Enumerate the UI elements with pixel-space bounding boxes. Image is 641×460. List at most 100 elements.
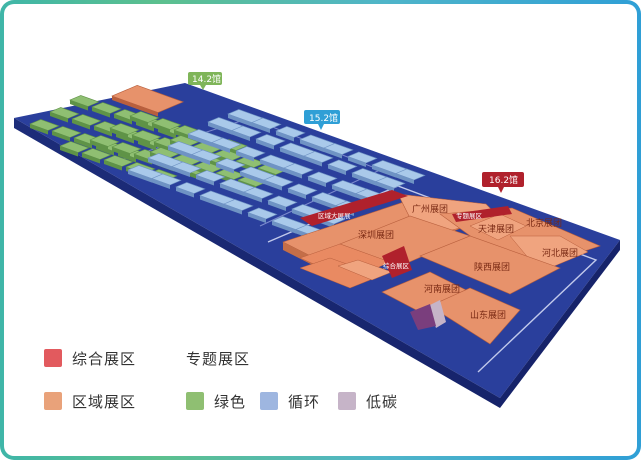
blue-booth: [375, 176, 406, 189]
blue-booth-side: [248, 212, 266, 223]
blue-booth-side: [176, 187, 194, 198]
blue-booth: [223, 199, 254, 211]
green-booth-side: [60, 146, 78, 157]
green-booth: [69, 95, 100, 107]
banner-label-2: 专题展区: [456, 211, 483, 220]
green-booth-side: [70, 100, 88, 111]
zone-label-shandong: 山东展团: [470, 309, 506, 321]
blue-booth-side: [216, 163, 234, 174]
blue-booth-side: [128, 170, 152, 183]
blue-booth: [231, 125, 262, 138]
blue-booth-side: [300, 139, 324, 153]
blue-booth-side: [268, 200, 286, 211]
green-booth-side: [114, 114, 132, 125]
blue-booth-side: [212, 142, 230, 153]
blue-booth: [275, 126, 306, 138]
green-booth: [29, 119, 60, 131]
zone-label-guangzhou: 广州展团: [412, 203, 448, 215]
blue-booth: [235, 146, 266, 158]
green-booth-side: [134, 154, 152, 165]
blue-booth-side: [304, 156, 322, 167]
green-booth: [71, 114, 102, 126]
green-booth: [49, 107, 80, 119]
blue-booth-side: [280, 147, 304, 161]
green-booth: [89, 135, 120, 147]
blue-booth-side: [328, 164, 346, 175]
blue-booth: [151, 173, 182, 186]
blue-booth-side: [372, 165, 396, 178]
green-booth-side: [72, 119, 90, 130]
blue-booth-side: [168, 146, 192, 159]
zone-label-tianjin: 天津展团: [478, 224, 514, 235]
blue-booth-side: [152, 178, 170, 189]
blue-booth: [395, 168, 426, 181]
blue-booth-side: [376, 181, 394, 192]
green-booth: [109, 123, 140, 135]
blue-booth-side: [220, 183, 244, 197]
green-booth-side: [130, 116, 148, 127]
blue-booth: [287, 183, 318, 196]
blue-booth-side: [172, 166, 190, 177]
blue-booth-side: [208, 122, 232, 135]
hall-tag-14: 14.2馆: [188, 72, 222, 90]
blue-booth-side: [252, 122, 270, 133]
blue-booth-side: [260, 159, 284, 173]
zone-label-henan: 河南展团: [424, 283, 460, 295]
svg-text:16.2馆: 16.2馆: [489, 174, 518, 186]
blue-booth-side: [244, 192, 262, 203]
orange-booth-side: [112, 96, 158, 117]
blue-zone: [127, 109, 426, 240]
blue-booth: [171, 161, 202, 174]
blue-booth-side: [236, 151, 254, 162]
blue-booth-side: [188, 134, 212, 147]
blue-booth-side: [284, 168, 302, 179]
zone-labels: 广州展团 深圳展团 北京展团 天津展团 河北展团 陕西展团 河南展团 山东展团: [358, 203, 578, 321]
blue-booth-side: [348, 156, 366, 167]
blue-booth-side: [192, 154, 210, 165]
banner-label-1: 区域大展展: [318, 211, 351, 220]
green-booth-side: [110, 128, 128, 139]
banner-labels: 区域大展展 专题展区 综合展区: [318, 211, 483, 270]
green-booth: [111, 142, 142, 154]
zone-label-shaanxi: 陕西展团: [474, 261, 510, 273]
green-booth-side: [132, 135, 150, 146]
blue-booth-side: [148, 158, 172, 171]
green-booth: [129, 111, 160, 123]
svg-text:14.2馆: 14.2馆: [192, 73, 221, 85]
blue-booth: [303, 151, 334, 163]
blue-booth-side: [288, 188, 306, 199]
svg-text:15.2馆: 15.2馆: [309, 112, 338, 124]
green-zone: [29, 85, 288, 191]
green-booth-side: [94, 126, 112, 137]
blue-booth-side: [308, 176, 326, 187]
green-booth-side: [82, 153, 100, 164]
green-booth: [59, 141, 90, 153]
blue-booth-side: [272, 221, 296, 234]
green-booth-side: [112, 147, 130, 158]
zone-label-beijing: 北京展团: [526, 217, 562, 229]
blue-booth-side: [324, 148, 342, 159]
blue-booth: [255, 134, 286, 146]
blue-booth: [327, 159, 358, 172]
blue-booth: [191, 149, 222, 162]
blue-booth: [215, 158, 246, 170]
blue-booth: [347, 151, 378, 164]
blue-booth-side: [256, 139, 274, 150]
blue-booth-side: [312, 197, 336, 210]
green-booth-side: [152, 123, 170, 134]
green-booth-side: [104, 160, 122, 171]
banner-label-3: 综合展区: [383, 261, 410, 270]
blue-booth-side: [264, 180, 282, 191]
green-booth: [131, 130, 162, 142]
blue-booth-side: [332, 185, 356, 198]
green-booth: [91, 102, 122, 114]
blue-booth-side: [196, 175, 214, 186]
blue-booth-side: [232, 130, 250, 141]
blue-booth: [247, 207, 278, 220]
blue-booth-side: [352, 173, 376, 186]
blue-booth-side: [224, 204, 242, 215]
blue-booth: [283, 163, 314, 175]
green-booth-side: [50, 112, 68, 123]
green-booth: [81, 148, 112, 160]
